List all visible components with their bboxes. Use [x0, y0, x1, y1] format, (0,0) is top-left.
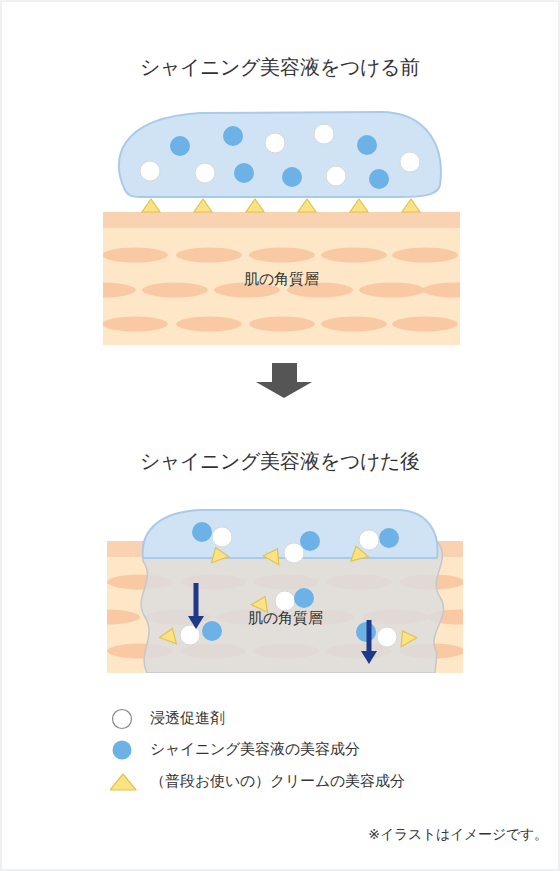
- panel-heading: シャイニング美容液をつける前: [0, 54, 560, 81]
- skin-layer-art: [107, 541, 463, 673]
- legend-swatch-art: [110, 771, 140, 793]
- panel-heading: シャイニング美容液をつけた後: [0, 448, 560, 475]
- legend-row: （普段お使いの）クリームの美容成分: [110, 771, 530, 793]
- legend-text: 浸透促進剤: [150, 709, 225, 728]
- layer-label: 肌の角質層: [107, 609, 463, 628]
- skin-layer-band: 肌の角質層: [107, 541, 463, 673]
- legend-text: シャイニング美容液の美容成分: [150, 740, 360, 759]
- legend-swatch: [113, 710, 132, 729]
- skin-layer-band: 肌の角質層: [103, 212, 460, 345]
- down-arrow: [256, 363, 312, 398]
- legend-swatch-art: [110, 708, 140, 730]
- legend-swatch: [113, 741, 132, 760]
- legend-swatch-art: [110, 739, 140, 761]
- serum-after: [143, 510, 438, 664]
- legend-row: 浸透促進剤: [110, 708, 530, 730]
- layer-label: 肌の角質層: [103, 270, 460, 289]
- serum-before: [119, 112, 441, 212]
- legend-row: シャイニング美容液の美容成分: [110, 739, 530, 761]
- legend-text: （普段お使いの）クリームの美容成分: [150, 772, 405, 791]
- note-text: ※イラストはイメージです。: [300, 826, 548, 844]
- legend-swatch: [110, 774, 136, 790]
